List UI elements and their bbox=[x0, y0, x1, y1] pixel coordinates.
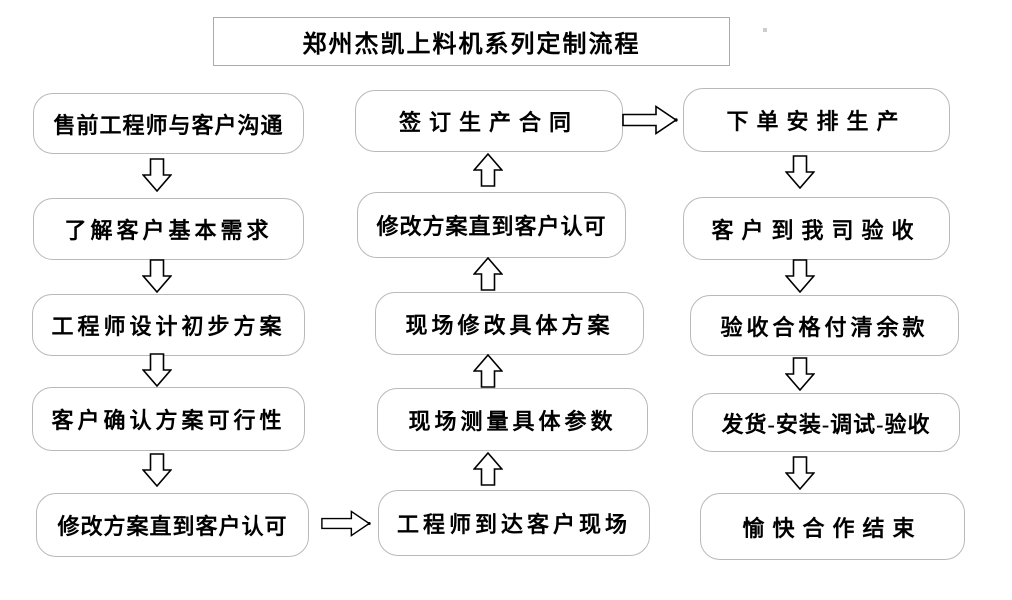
down-arrow-icon bbox=[142, 353, 172, 387]
flow-box-label: 发货-安装-调试-验收 bbox=[721, 411, 931, 437]
flow-box-left-4: 客户确认方案可行性 bbox=[32, 387, 305, 451]
flow-box-label: 了解客户基本需求 bbox=[64, 218, 273, 243]
flow-box-label: 工程师设计初步方案 bbox=[51, 314, 286, 339]
flow-box-right-1: 下单安排生产 bbox=[683, 88, 950, 152]
flow-box-label: 客户到我司验收 bbox=[711, 217, 922, 243]
flow-box-label: 现场测量具体参数 bbox=[408, 408, 617, 434]
down-arrow-icon bbox=[785, 259, 815, 293]
flow-box-label: 客户确认方案可行性 bbox=[51, 408, 286, 433]
flow-box-middle-3: 现场修改具体方案 bbox=[375, 292, 644, 355]
flow-box-label: 验收合格付清余款 bbox=[720, 314, 929, 340]
flow-box-label: 签订生产合同 bbox=[398, 110, 579, 135]
diagram-title-box: 郑州杰凯上料机系列定制流程 bbox=[213, 17, 730, 66]
down-arrow-icon bbox=[785, 155, 815, 189]
flow-box-right-4: 发货-安装-调试-验收 bbox=[692, 393, 960, 452]
down-arrow-icon bbox=[142, 158, 172, 192]
flow-box-label: 下单安排生产 bbox=[726, 109, 907, 134]
up-arrow-icon bbox=[473, 452, 503, 486]
flow-box-label: 修改方案直到客户认可 bbox=[376, 214, 607, 239]
right-arrow-icon bbox=[622, 104, 678, 136]
flow-box-middle-1: 签订生产合同 bbox=[355, 90, 623, 152]
up-arrow-icon bbox=[473, 257, 503, 291]
flow-box-label: 愉快合作结束 bbox=[742, 515, 923, 541]
flow-box-left-1: 售前工程师与客户沟通 bbox=[33, 93, 304, 154]
flow-box-right-3: 验收合格付清余款 bbox=[690, 295, 959, 356]
up-arrow-icon bbox=[473, 153, 503, 187]
flow-box-label: 工程师到达客户现场 bbox=[396, 512, 631, 537]
stray-mark bbox=[763, 28, 767, 32]
right-arrow-icon bbox=[321, 510, 371, 537]
flow-box-right-2: 客户到我司验收 bbox=[683, 197, 950, 260]
flow-box-middle-4: 现场测量具体参数 bbox=[377, 388, 648, 451]
up-arrow-icon bbox=[473, 354, 503, 388]
flow-box-left-3: 工程师设计初步方案 bbox=[32, 294, 305, 356]
flow-box-label: 修改方案直到客户认可 bbox=[57, 514, 288, 539]
flow-box-left-5: 修改方案直到客户认可 bbox=[36, 493, 309, 557]
down-arrow-icon bbox=[785, 357, 815, 391]
flow-box-right-5: 愉快合作结束 bbox=[700, 493, 965, 560]
down-arrow-icon bbox=[142, 453, 172, 487]
flow-box-label: 售前工程师与客户沟通 bbox=[53, 112, 284, 138]
flow-box-middle-5: 工程师到达客户现场 bbox=[378, 490, 650, 556]
down-arrow-icon bbox=[785, 456, 815, 490]
flow-box-left-2: 了解客户基本需求 bbox=[33, 198, 304, 260]
down-arrow-icon bbox=[142, 259, 172, 293]
diagram-title: 郑州杰凯上料机系列定制流程 bbox=[302, 32, 641, 58]
flow-box-label: 现场修改具体方案 bbox=[405, 312, 614, 338]
flow-box-middle-2: 修改方案直到客户认可 bbox=[357, 192, 626, 258]
